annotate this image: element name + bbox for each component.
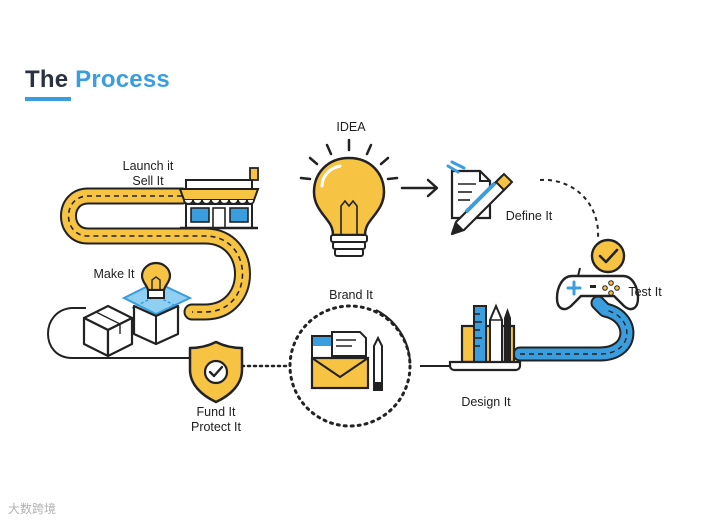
storefront-icon [178,167,260,230]
title-underline [25,97,71,101]
label-define: Define It [500,209,558,224]
label-idea: IDEA [333,120,369,135]
watermark-text: 大数跨境 [8,502,57,516]
label-design-text: Design It [461,395,511,409]
brand-envelope-icon [288,304,412,428]
label-test: Test It [625,285,665,300]
game-controller-icon [555,267,640,311]
label-idea-text: IDEA [336,120,366,134]
title-word-the: The [25,66,69,93]
label-launch-line1: Launch it [122,159,174,173]
label-define-text: Define It [505,209,553,223]
label-make-text: Make It [93,267,135,281]
label-brand-text: Brand It [329,288,373,302]
label-make: Make It [92,267,136,282]
label-brand: Brand It [325,288,377,303]
dashed-arc-define-test [539,178,600,239]
label-launch-line2: Sell It [132,174,164,188]
blue-road-path [512,295,635,362]
document-pen-icon [446,160,514,236]
open-box-bulb-icon [121,261,193,346]
label-design: Design It [456,395,516,410]
label-fund: Fund It Protect It [186,405,246,435]
label-test-text: Test It [628,285,662,299]
shield-icon [188,340,244,404]
design-tools-laptop-icon [448,303,522,372]
label-fund-line1: Fund It [196,405,236,419]
title-word-process: Process [75,66,170,93]
arrow-idea-define [400,178,439,198]
loop-connector [47,307,192,359]
closed-box-icon [82,304,134,358]
label-launch: Launch it Sell It [120,159,176,189]
watermark: 大数跨境 [8,500,56,517]
checkmark-badge-icon [590,238,626,274]
lightbulb-icon [299,138,399,257]
winding-road-path [60,187,251,321]
page-title: The Process [25,66,170,94]
label-fund-line2: Protect It [190,420,242,434]
